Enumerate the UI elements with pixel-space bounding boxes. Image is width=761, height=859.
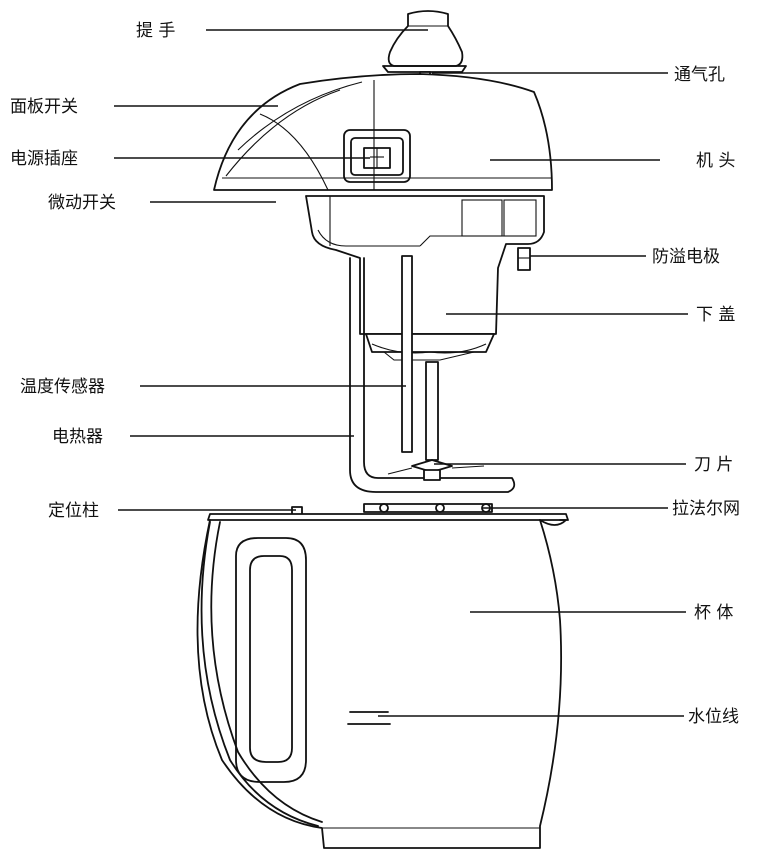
label-machine-head: 机 头 [696,151,735,171]
cup-body-drawing [196,506,569,849]
label-overflow-electrode: 防溢电极 [652,247,720,267]
machine-head-drawing [213,10,553,513]
label-cup-body: 杯 体 [694,603,733,623]
label-filter-mesh: 拉法尔网 [672,499,740,519]
label-power-socket: 电源插座 [10,149,78,169]
part-labels: 提 手 通气孔 面板开关 机 头 电源插座 微动开关 防溢电极 下 盖 温度传感… [10,21,740,727]
label-electric-heater: 电热器 [52,427,103,447]
label-temperature-sensor: 温度传感器 [20,377,105,397]
label-blade: 刀 片 [694,455,733,475]
label-lower-cover: 下 盖 [696,305,735,325]
label-handle: 提 手 [136,21,175,41]
leader-lines [114,29,688,717]
label-locating-post: 定位柱 [48,501,99,521]
label-micro-switch: 微动开关 [48,193,116,213]
label-panel-switch: 面板开关 [10,97,78,117]
label-vent-hole: 通气孔 [674,65,725,85]
label-water-level: 水位线 [688,707,739,727]
